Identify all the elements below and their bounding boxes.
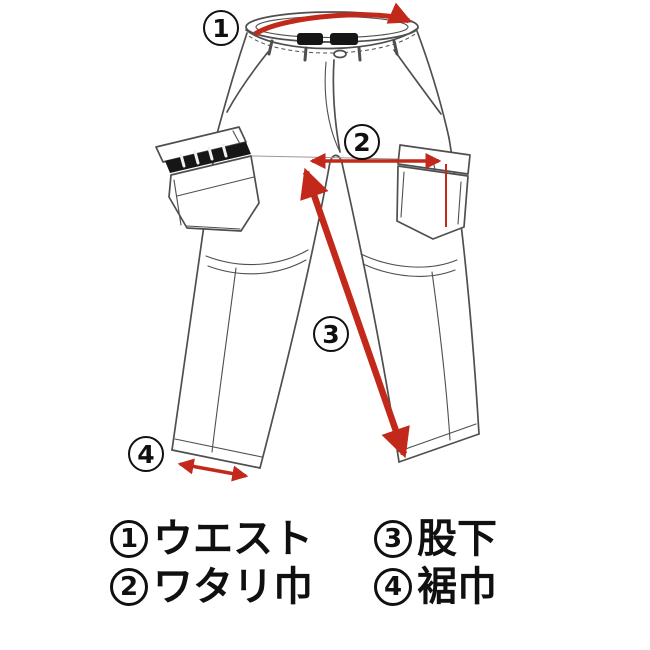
legend-term-hem-width: 裾巾 <box>417 564 497 610</box>
right-cargo-pocket <box>396 144 471 240</box>
right-hem-stitch <box>396 423 477 453</box>
left-front-pocket-seam <box>226 51 269 113</box>
callout-3-inseam: 3 <box>313 316 349 352</box>
legend-item-hem-width: 4 裾巾 <box>374 564 497 610</box>
legend: 1 ウエスト 3 股下 2 ワタリ巾 4 裾巾 <box>110 516 497 610</box>
callout-2-thigh-width: 2 <box>344 124 380 160</box>
measurement-arrows <box>177 2 447 482</box>
left-cargo-pouch <box>168 155 260 232</box>
left-hip-seam <box>216 32 248 135</box>
right-hem-edge <box>398 433 480 463</box>
legend-item-thigh-width: 2 ワタリ巾 <box>110 564 374 610</box>
right-front-pocket-seam <box>393 49 442 115</box>
left-cargo-opening <box>165 142 251 173</box>
right-leg-crease <box>431 271 451 441</box>
waistband-bottom-edge <box>245 27 419 50</box>
callout-3-number: 3 <box>322 319 340 349</box>
right-cargo-pouch <box>396 165 469 240</box>
callout-1-number: 1 <box>212 13 230 43</box>
left-hem-stitch <box>174 438 263 458</box>
left-cargo-pouch-folds <box>173 176 255 230</box>
waist-button <box>333 49 347 59</box>
legend-item-inseam: 3 股下 <box>374 516 497 562</box>
left-cargo-pen-slots <box>179 143 228 168</box>
left-leg-crease <box>211 267 237 453</box>
waistband-stitch <box>248 33 416 54</box>
fly-detail <box>324 59 341 153</box>
legend-item-waist: 1 ウエスト <box>110 516 374 562</box>
callout-4-number: 4 <box>137 439 155 469</box>
waist-measure-arrow <box>253 2 413 37</box>
fly-seam <box>332 59 341 153</box>
waist-slot-right <box>330 33 358 45</box>
legend-term-inseam: 股下 <box>417 516 497 562</box>
callout-4-hem-width: 4 <box>128 436 164 472</box>
right-hip-seam <box>416 30 450 139</box>
callout-2-number: 2 <box>353 127 371 157</box>
waistband <box>245 11 419 62</box>
belt-loops <box>267 39 399 62</box>
right-knee-seam <box>360 253 458 268</box>
legend-number-1: 1 <box>110 520 148 558</box>
fly-j-stitch <box>324 61 341 153</box>
left-cargo-pocket <box>155 126 260 232</box>
callout-1-waist: 1 <box>203 10 239 46</box>
waist-slot-left <box>297 33 323 45</box>
left-knee-seam <box>205 249 309 266</box>
legend-number-3: 3 <box>374 520 412 558</box>
hem-width-measure-arrow <box>177 458 249 482</box>
legend-term-waist: ウエスト <box>153 516 313 562</box>
left-knee-seam-2 <box>207 259 307 275</box>
left-cargo-flap-fold <box>232 130 241 145</box>
legend-term-thigh-width: ワタリ巾 <box>153 564 313 610</box>
right-knee-seam-2 <box>362 263 456 277</box>
legend-number-2: 2 <box>110 568 148 606</box>
pants-outline <box>155 11 480 469</box>
legend-number-4: 4 <box>374 568 412 606</box>
inseam-measure-arrow <box>300 167 410 459</box>
